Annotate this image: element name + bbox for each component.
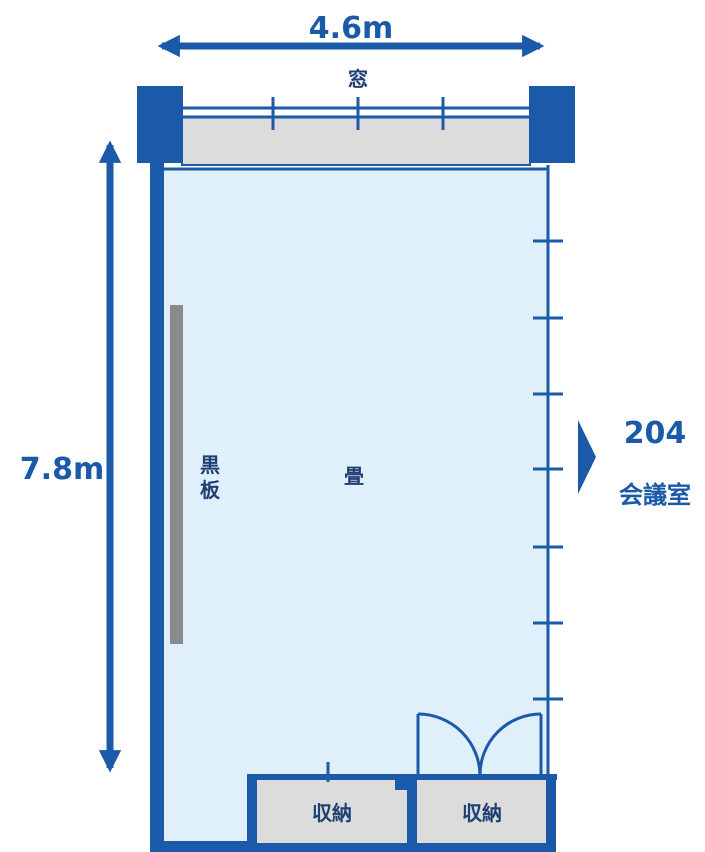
next-room-number: 204 [624, 416, 687, 451]
next-room-arrow-icon [578, 420, 596, 494]
floor-label: 畳 [344, 464, 364, 488]
room-floor [163, 169, 548, 845]
double-door [416, 712, 543, 777]
blackboard-label-1: 黒 [200, 453, 220, 477]
window-sill [181, 116, 531, 166]
right-wall-ticks [533, 239, 563, 701]
storage-left-label: 収納 [312, 801, 352, 825]
storage-right [415, 780, 548, 843]
blackboard [170, 305, 183, 644]
pillar-right [529, 86, 575, 163]
height-dimension-label: 7.8m [20, 452, 104, 487]
left-wall [150, 160, 164, 852]
storage-right-label: 収納 [462, 801, 502, 825]
blackboard-label-2: 板 [200, 478, 221, 502]
pillar-left [137, 86, 183, 163]
next-room-name: 会議室 [619, 481, 691, 509]
storage-walls [247, 774, 557, 852]
storage-left [255, 780, 409, 843]
window-label: 窓 [348, 67, 368, 91]
bottom-wall [150, 841, 556, 852]
width-dimension-label: 4.6m [309, 11, 393, 46]
